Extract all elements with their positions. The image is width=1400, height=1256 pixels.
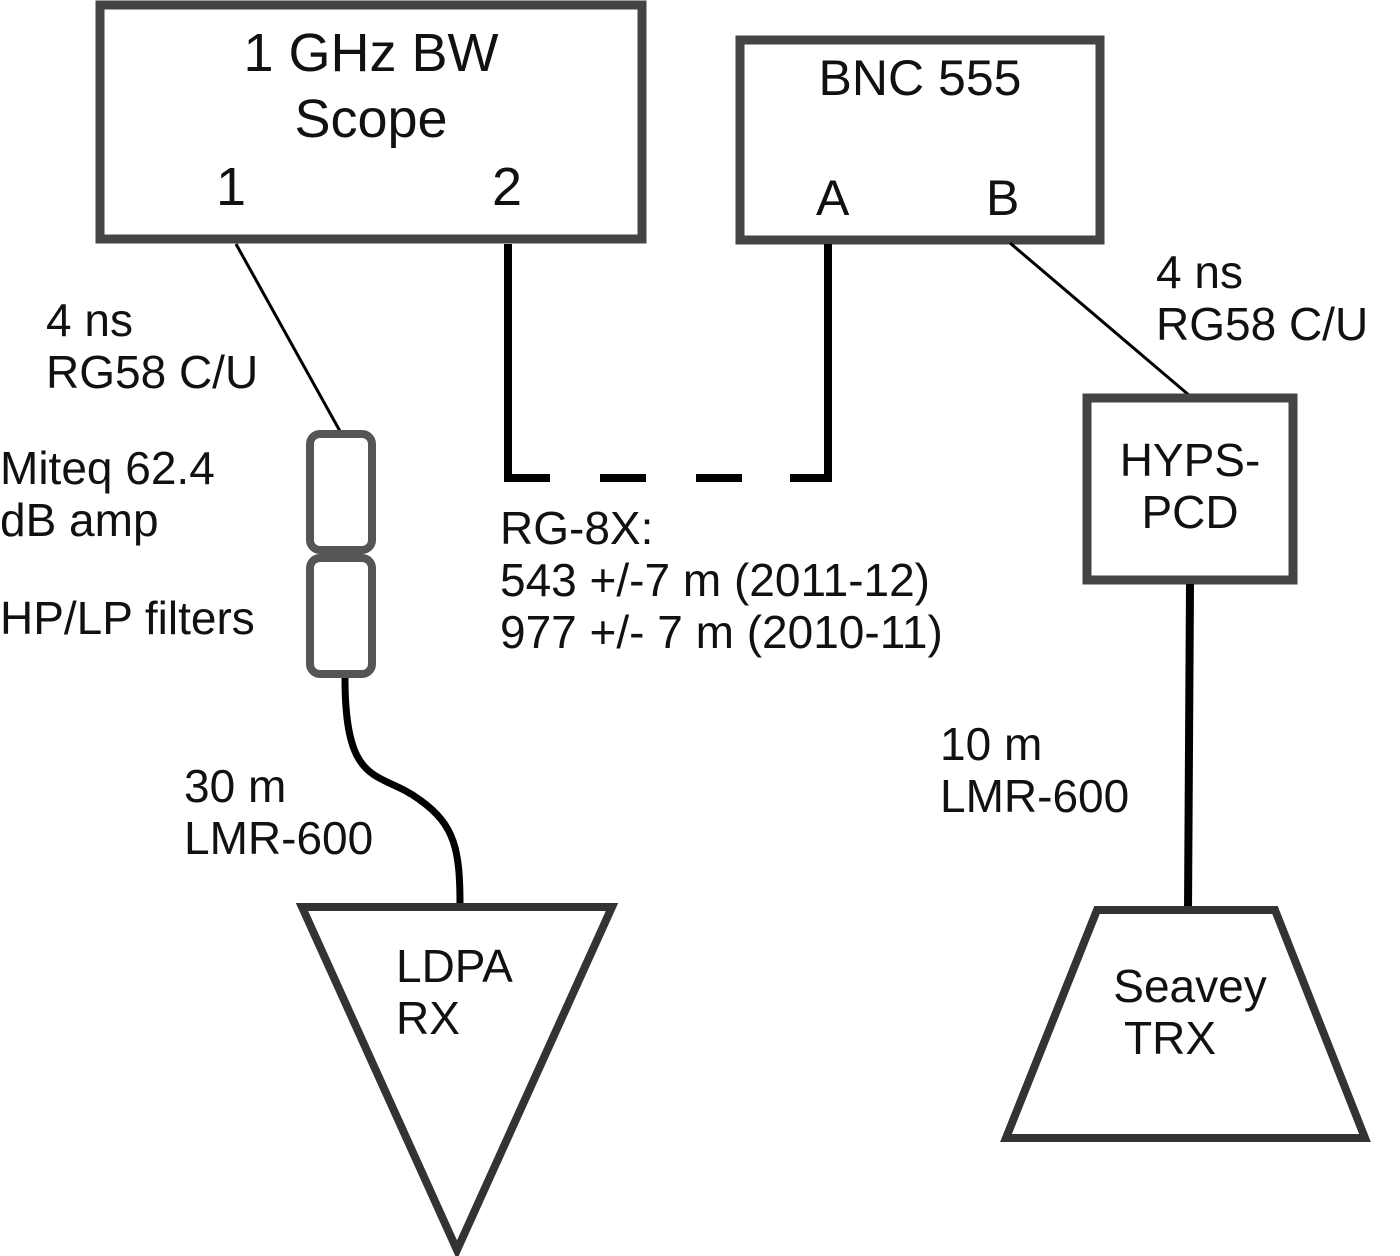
scope-title-line1: 1 GHz BW: [243, 23, 499, 83]
left-cable-label-line1: 4 ns: [46, 294, 133, 346]
scope-channel-1-label: 1: [216, 157, 247, 217]
bnc-channel-b-label: B: [986, 170, 1020, 226]
rg8x-cable-left-segment: [504, 244, 550, 482]
filters-label: HP/LP filters: [0, 592, 255, 644]
ldpa-cable-label-line2: LMR-600: [184, 812, 374, 864]
scope-box: [95, 0, 647, 244]
ldpa-antenna-triangle: [295, 903, 619, 1256]
rg8x-label-line3: 977 +/- 7 m (2010-11): [500, 606, 943, 658]
rg58-cable-left: [234, 243, 343, 434]
rg8x-label-line2: 543 +/-7 m (2011-12): [500, 554, 930, 606]
hyps-label-line1: HYPS-: [1119, 434, 1261, 486]
hyps-label-line2: PCD: [1141, 486, 1239, 538]
left-cable-label-line2: RG58 C/U: [46, 346, 259, 398]
bnc-title: BNC 555: [818, 50, 1022, 106]
amp-label-line1: Miteq 62.4: [0, 442, 215, 494]
filter-box: [306, 554, 376, 678]
hyps-pcd-box: [1082, 393, 1298, 585]
right-cable-label-line2: RG58 C/U: [1156, 298, 1369, 350]
seavey-label-line2: TRX: [1124, 1012, 1216, 1064]
scope-title-line2: Scope: [294, 89, 448, 149]
seavey-cable-label-line2: LMR-600: [940, 770, 1130, 822]
amp-box: [306, 430, 376, 554]
bnc-box: [735, 35, 1105, 245]
rg8x-cable-right-segment: [790, 244, 832, 482]
scope-channel-2-label: 2: [492, 157, 523, 217]
bnc-channel-a-label: A: [816, 170, 850, 226]
seavey-label-line1: Seavey: [1113, 960, 1267, 1012]
seavey-antenna-trapezoid: [1000, 906, 1371, 1142]
seavey-cable-label-line1: 10 m: [940, 718, 1043, 770]
ldpa-label-line2: RX: [396, 992, 460, 1044]
lmr600-cable-seavey: [1184, 583, 1194, 911]
rg8x-label-line1: RG-8X:: [500, 502, 654, 554]
ldpa-label-line1: LDPA: [396, 940, 513, 992]
lmr600-cable-ldpa: [341, 677, 464, 906]
ldpa-cable-label-line1: 30 m: [184, 760, 287, 812]
right-cable-label-line1: 4 ns: [1156, 246, 1243, 298]
amp-label-line2: dB amp: [0, 494, 159, 546]
rg58-cable-right: [1009, 241, 1191, 398]
